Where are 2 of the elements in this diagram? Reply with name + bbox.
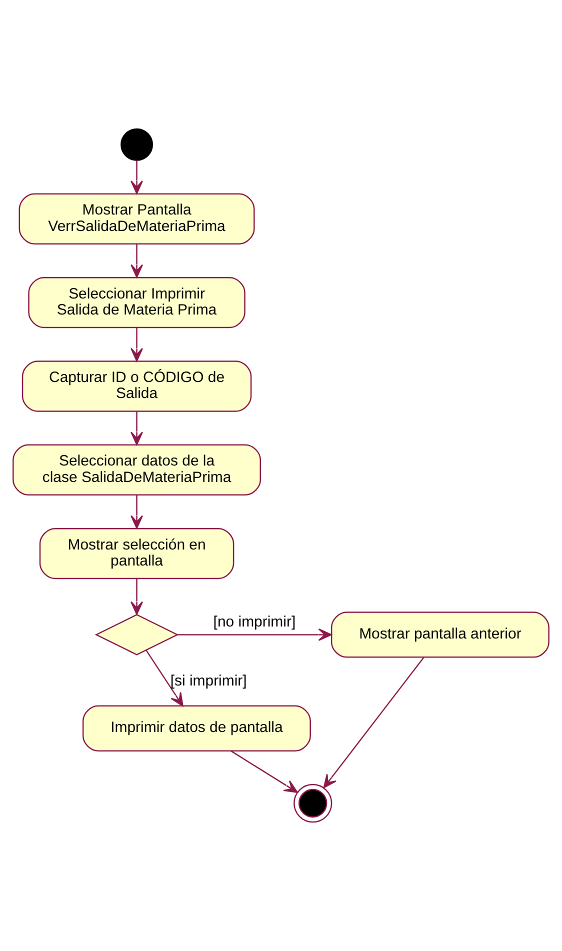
- edge-label: [si imprimir]: [170, 672, 247, 690]
- edge-label: [no imprimir]: [213, 614, 296, 631]
